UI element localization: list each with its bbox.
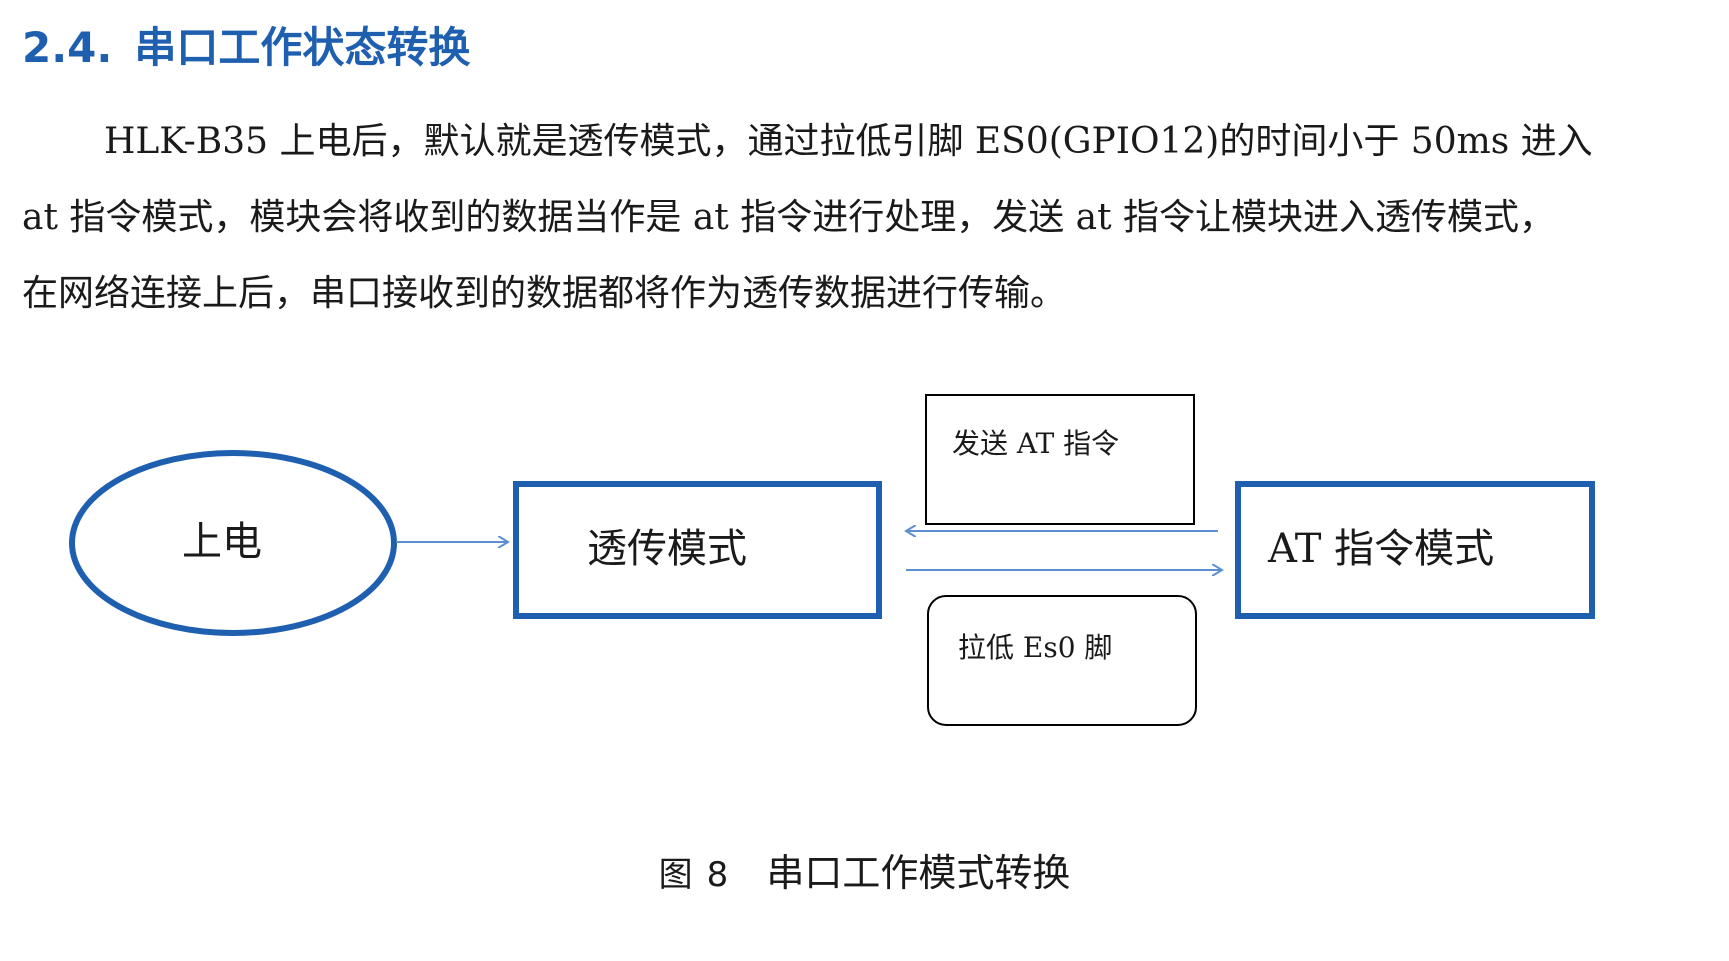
mode-transition-diagram: 上电 透传模式 发送 AT 指令 拉低 Es0 脚 AT 指令模式: [69, 394, 1595, 726]
section-title: 串口工作状态转换: [134, 23, 471, 72]
power-on-node: [69, 450, 397, 636]
section-heading: 2.4. 串口工作状态转换: [22, 14, 470, 75]
paragraph-line: HLK-B35 上电后，默认就是透传模式，通过拉低引脚 ES0(GPIO12)的…: [104, 121, 1593, 162]
body-paragraph: HLK-B35 上电后，默认就是透传模式，通过拉低引脚 ES0(GPIO12)的…: [22, 104, 1712, 332]
paragraph-line: at 指令模式，模块会将收到的数据当作是 at 指令进行处理，发送 at 指令让…: [22, 197, 1556, 238]
at-mode-label: AT 指令模式: [1267, 526, 1494, 572]
caption-number: 8: [706, 855, 729, 895]
pull-low-label: 拉低 Es0 脚: [958, 631, 1112, 664]
power-on-label: 上电: [182, 519, 262, 565]
at-mode-node: [1235, 481, 1595, 619]
paragraph-line: 在网络连接上后，串口接收到的数据都将作为透传数据进行传输。: [22, 273, 1067, 314]
caption-label: 图: [658, 855, 693, 895]
caption-text: 串口工作模式转换: [766, 851, 1071, 895]
pull-low-label-box: [927, 595, 1197, 726]
passthrough-mode-label: 透传模式: [587, 526, 747, 572]
send-at-label-box: [925, 394, 1195, 525]
passthrough-mode-node: [513, 481, 882, 619]
section-number: 2.4.: [22, 23, 113, 72]
send-at-label: 发送 AT 指令: [952, 427, 1119, 460]
